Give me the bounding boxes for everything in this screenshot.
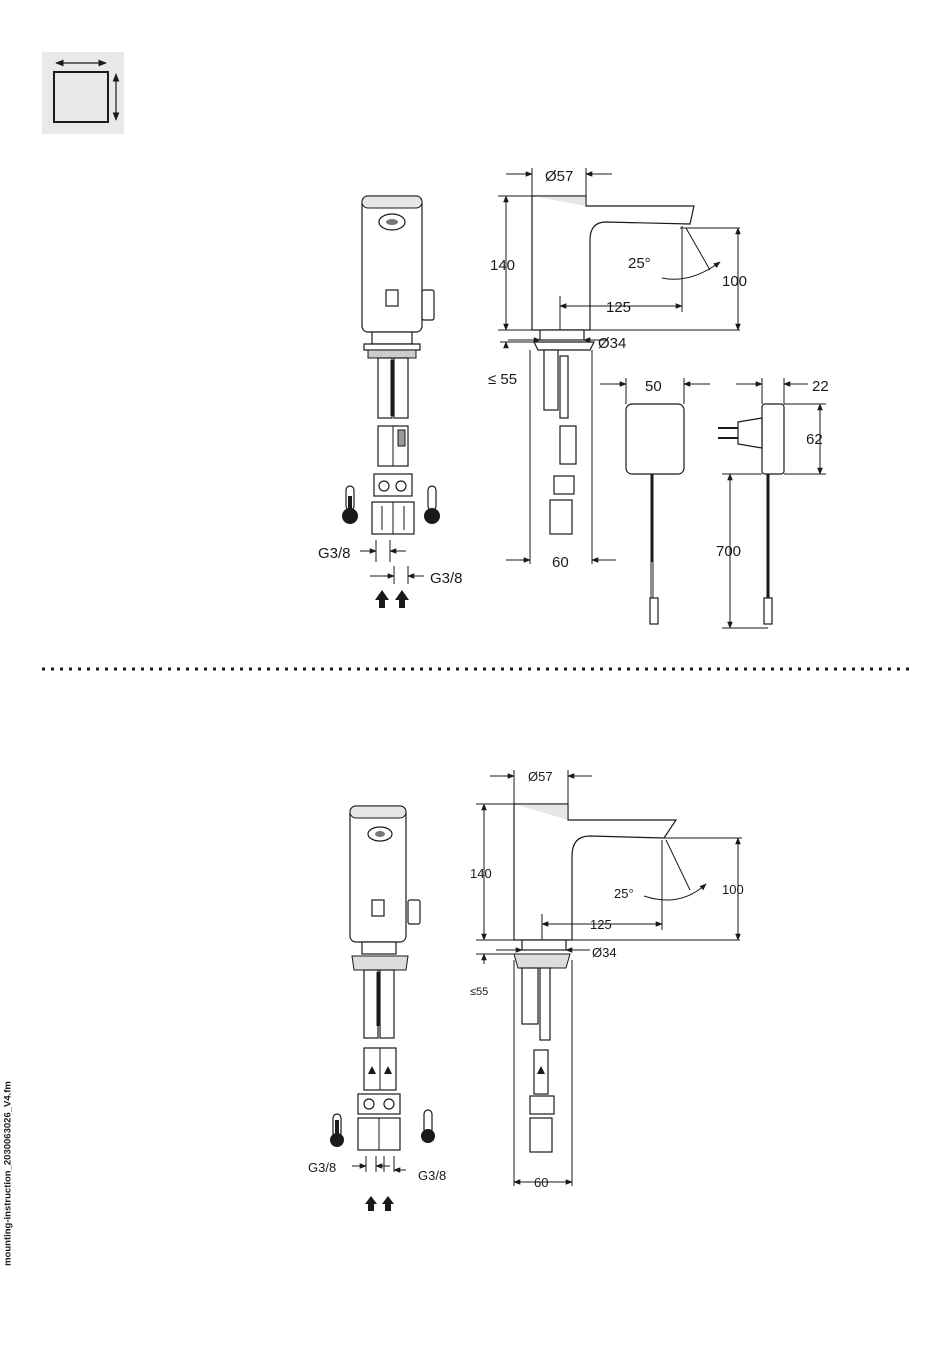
hot-thermometer-icon (330, 1114, 344, 1147)
spout-height-label: 100 (722, 273, 747, 290)
hot-thermometer-icon (342, 486, 358, 524)
front-view-bottom (330, 806, 435, 1211)
cable-length-label: 700 (716, 543, 741, 560)
base-diameter-label: Ø34 (598, 335, 626, 352)
base-diameter-label: Ø34 (592, 945, 617, 960)
base-width-label: 60 (552, 554, 569, 571)
angle-label: 25° (628, 255, 651, 272)
deck-thickness-label: ≤55 (470, 986, 488, 998)
file-name-label: mounting-instruction_2030063026_V4.fm (3, 1074, 14, 1274)
front-view-top (342, 196, 440, 608)
side-view-bottom (476, 770, 742, 1186)
spout-height-label: 100 (722, 882, 744, 897)
reach-label: 125 (590, 917, 612, 932)
base-width-label: 60 (534, 1175, 548, 1190)
thread-right-label: G3/8 (430, 570, 463, 587)
cold-thermometer-icon (421, 1110, 435, 1143)
water-inlet-arrows-icon (375, 590, 409, 608)
height-label: 140 (470, 866, 492, 881)
angle-label: 25° (614, 886, 634, 901)
adapter-depth-label: 22 (812, 378, 829, 395)
dimensions-icon (42, 52, 124, 134)
thread-right-label: G3/8 (418, 1168, 446, 1183)
adapter-height-label: 62 (806, 431, 823, 448)
top-diameter-label: Ø57 (528, 769, 553, 784)
deck-thickness-label: ≤ 55 (488, 371, 517, 388)
thread-left-label: G3/8 (318, 545, 351, 562)
water-inlet-arrows-icon (365, 1196, 394, 1211)
thread-left-label: G3/8 (308, 1160, 336, 1175)
cold-thermometer-icon (424, 486, 440, 524)
reach-label: 125 (606, 299, 631, 316)
height-label: 140 (490, 257, 515, 274)
power-supply-box (600, 378, 710, 624)
plug-adapter (718, 378, 826, 628)
psu-width-label: 50 (645, 378, 662, 395)
top-diameter-label: Ø57 (545, 168, 573, 185)
side-view-top (498, 168, 740, 564)
